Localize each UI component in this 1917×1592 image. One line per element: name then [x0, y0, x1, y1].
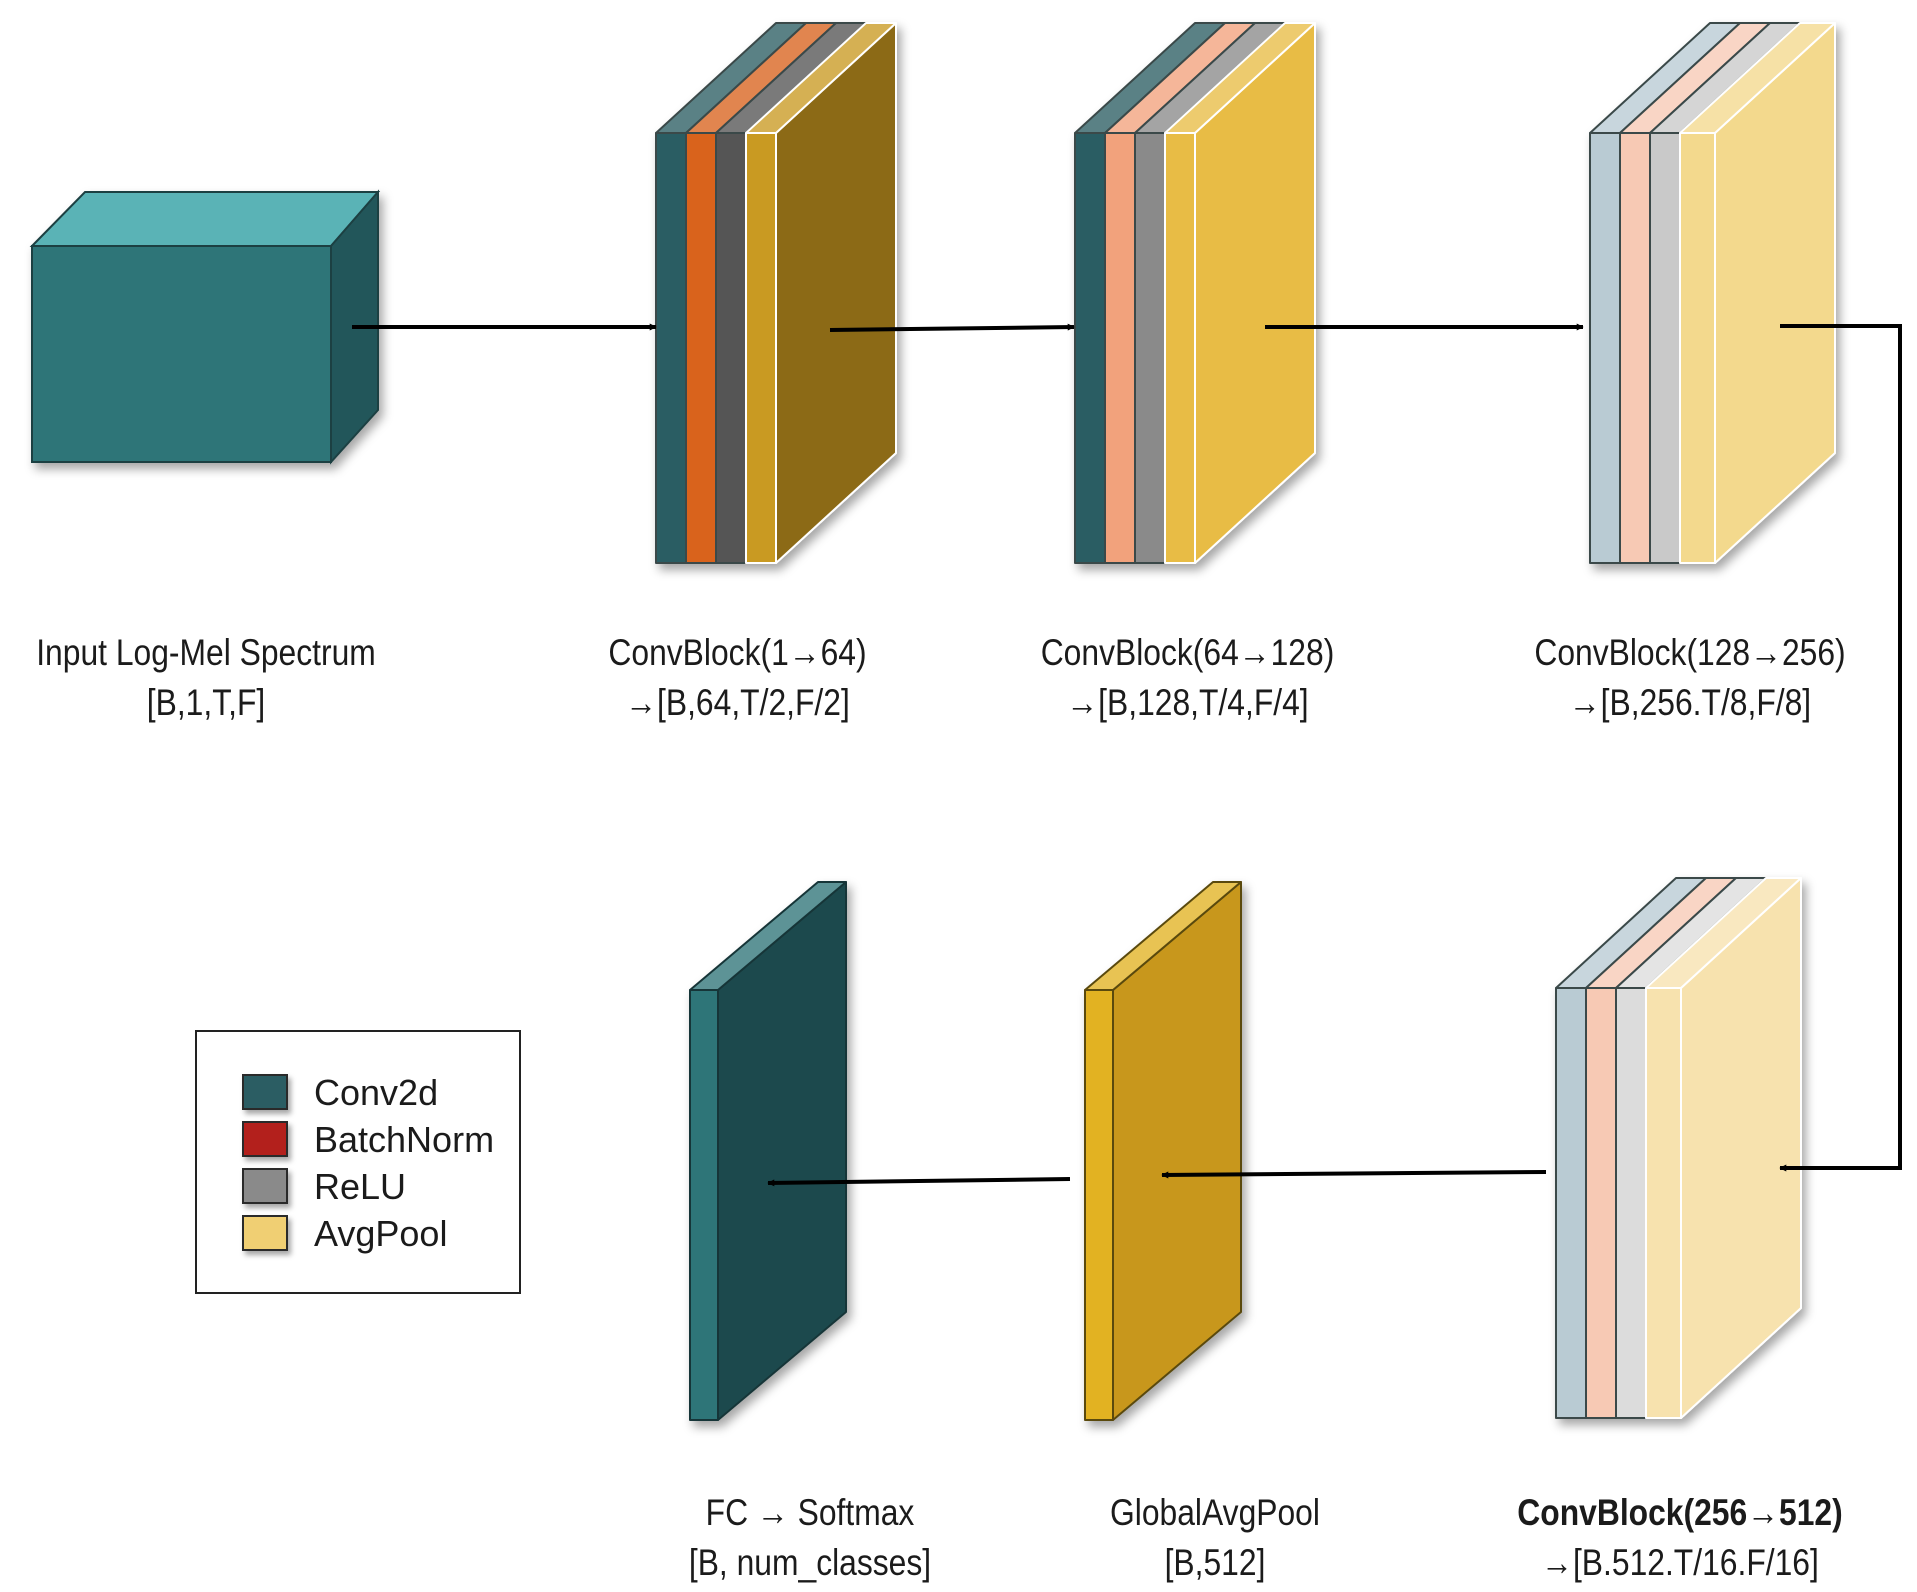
input-spectrum-box: [29, 189, 381, 465]
stack-block2-layer-3-front: [1164, 132, 1196, 564]
legend-label-avgpool: AvgPool: [314, 1213, 448, 1254]
stack-block2-layer-1-front: [1104, 132, 1136, 564]
input-box-top: [29, 191, 381, 247]
fc-label: FC → Softmax [B, num_classes]: [655, 1488, 965, 1588]
arrow-block4-to-gap: [1161, 1170, 1547, 1179]
stack-block4-layer-0-front: [1555, 987, 1587, 1419]
stack-block1-layer-3-front: [745, 132, 777, 564]
legend-label-conv2d: Conv2d: [314, 1072, 439, 1113]
convblock-3-stack: [1589, 22, 1836, 564]
convblock-4-stack: [1555, 877, 1802, 1419]
conv2d-swatch: [242, 1074, 288, 1110]
arrow-gap-to-fc: [767, 1177, 1071, 1187]
relu-swatch: [242, 1168, 288, 1204]
arrow-block3-to-block4: [1779, 324, 1902, 1172]
stack-fc-layer-0-front: [689, 989, 719, 1421]
stack-block3-layer-3-front: [1679, 132, 1716, 564]
stack-block2-layer-0-front: [1074, 132, 1106, 564]
avgpool-swatch: [242, 1215, 288, 1251]
arrow-block1-to-block2: [829, 323, 1075, 332]
block1-label: ConvBlock(1→64) →[B,64,T/2,F/2]: [585, 628, 890, 728]
stack-block3-layer-0-front: [1589, 132, 1621, 564]
input-label: Input Log-Mel Spectrum [B,1,T,F]: [29, 628, 383, 728]
input-shape: [B,1,T,F]: [146, 682, 266, 723]
block4-title: ConvBlock(256→512): [1517, 1492, 1843, 1533]
gap-shape: [B,512]: [1164, 1542, 1266, 1583]
convblock-1-stack: [655, 22, 897, 564]
global-avg-pool-layer: [1084, 881, 1242, 1421]
block1-shape: →[B,64,T/2,F/2]: [625, 682, 850, 723]
fc-title: FC → Softmax: [705, 1492, 915, 1533]
stack-block1-layer-2-front: [715, 132, 747, 564]
block4-shape: →[B.512.T/16.F/16]: [1541, 1542, 1819, 1583]
stack-block2-layer-2-front: [1134, 132, 1166, 564]
legend-label-batchnorm: BatchNorm: [314, 1119, 495, 1160]
stack-gap-layer-0-front: [1084, 989, 1114, 1421]
legend: Conv2d BatchNorm ReLU AvgPool: [195, 1030, 521, 1294]
gap-label: GlobalAvgPool [B,512]: [1086, 1488, 1344, 1588]
stack-block1-layer-1-front: [685, 132, 717, 564]
block3-title: ConvBlock(128→256): [1534, 632, 1846, 673]
stack-block4-layer-2-front: [1615, 987, 1647, 1419]
input-box-front: [31, 245, 332, 463]
arrows: [352, 323, 1902, 1187]
fc-shape: [B, num_classes]: [688, 1542, 932, 1583]
block4-label: ConvBlock(256→512) →[B.512.T/16.F/16]: [1491, 1488, 1869, 1588]
convblock-2-stack: [1074, 22, 1316, 564]
gap-title: GlobalAvgPool: [1110, 1492, 1320, 1533]
fc-softmax-layer: [689, 881, 847, 1421]
input-title: Input Log-Mel Spectrum: [36, 632, 376, 673]
legend-label-relu: ReLU: [314, 1166, 407, 1207]
block3-shape: →[B,256.T/8,F/8]: [1568, 682, 1812, 723]
stack-block1-layer-0-front: [655, 132, 687, 564]
stack-block3-layer-2-front: [1649, 132, 1681, 564]
block2-label: ConvBlock(64→128) →[B,128,T/4,F/4]: [1013, 628, 1361, 728]
stack-block4-layer-3-front: [1645, 987, 1682, 1419]
stack-block3-layer-1-front: [1619, 132, 1651, 564]
stack-block4-layer-1-front: [1585, 987, 1617, 1419]
block3-label: ConvBlock(128→256) →[B,256.T/8,F/8]: [1514, 628, 1867, 728]
block1-title: ConvBlock(1→64): [608, 632, 867, 673]
batchnorm-swatch: [242, 1121, 288, 1157]
block2-title: ConvBlock(64→128): [1040, 632, 1335, 673]
block2-shape: →[B,128,T/4,F/4]: [1066, 682, 1309, 723]
